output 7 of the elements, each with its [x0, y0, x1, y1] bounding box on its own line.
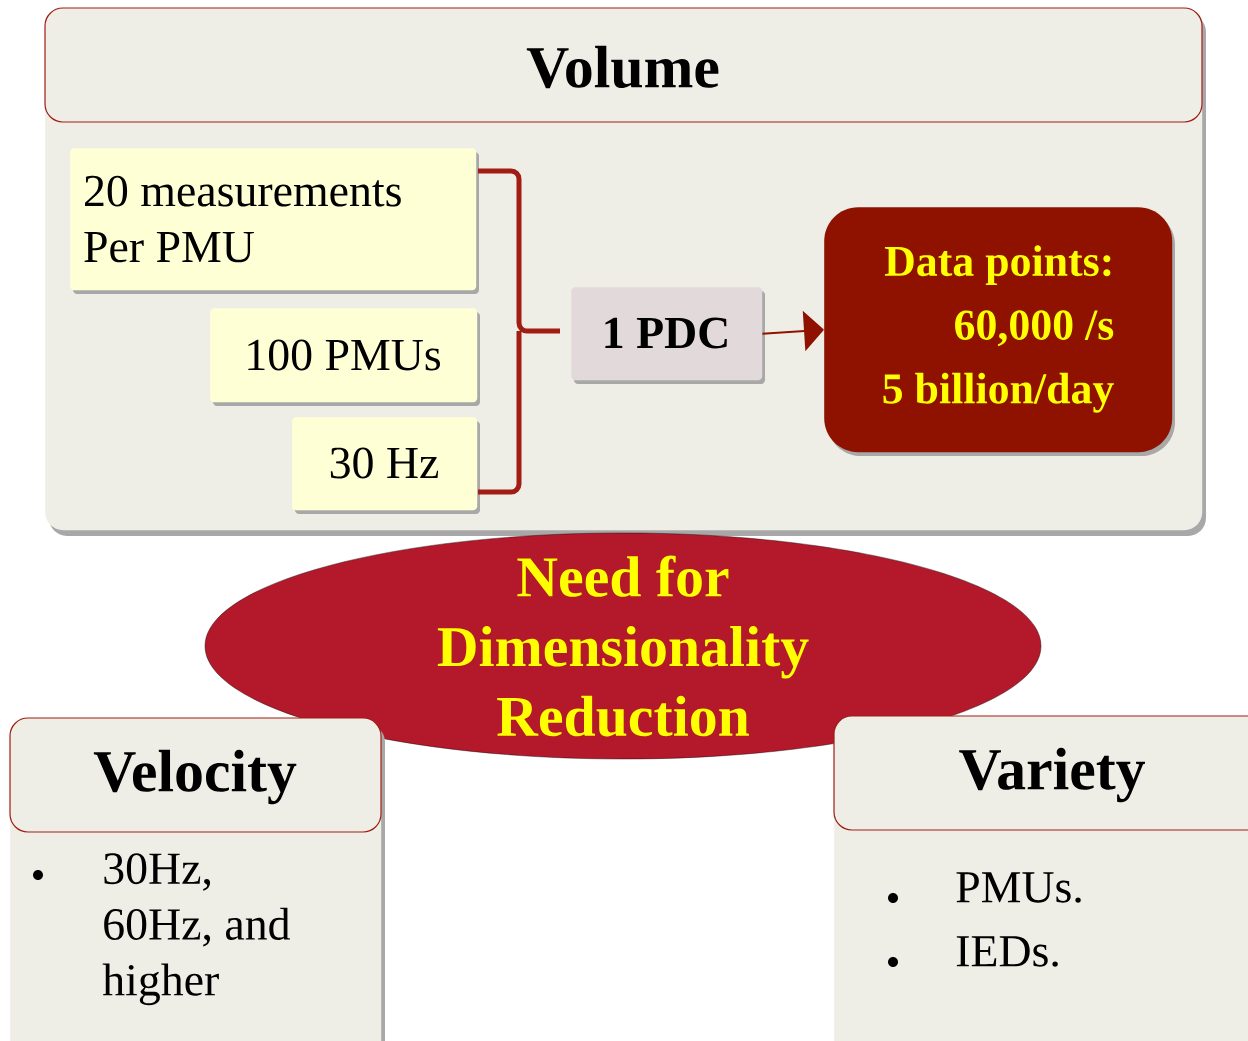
- result-box: Data points: 60,000 /s 5 billion/day: [824, 207, 1175, 456]
- text-box: 100 PMUs: [210, 308, 480, 406]
- text-box: 20 measurements Per PMU: [70, 148, 479, 294]
- panel: Velocity 30Hz, 60Hz, and higher: [9, 717, 385, 1041]
- device-box: 1 PDC: [571, 287, 765, 384]
- panel: Variety PMUs. IEDs.: [833, 715, 1248, 1041]
- text-box: 30 Hz: [292, 417, 480, 514]
